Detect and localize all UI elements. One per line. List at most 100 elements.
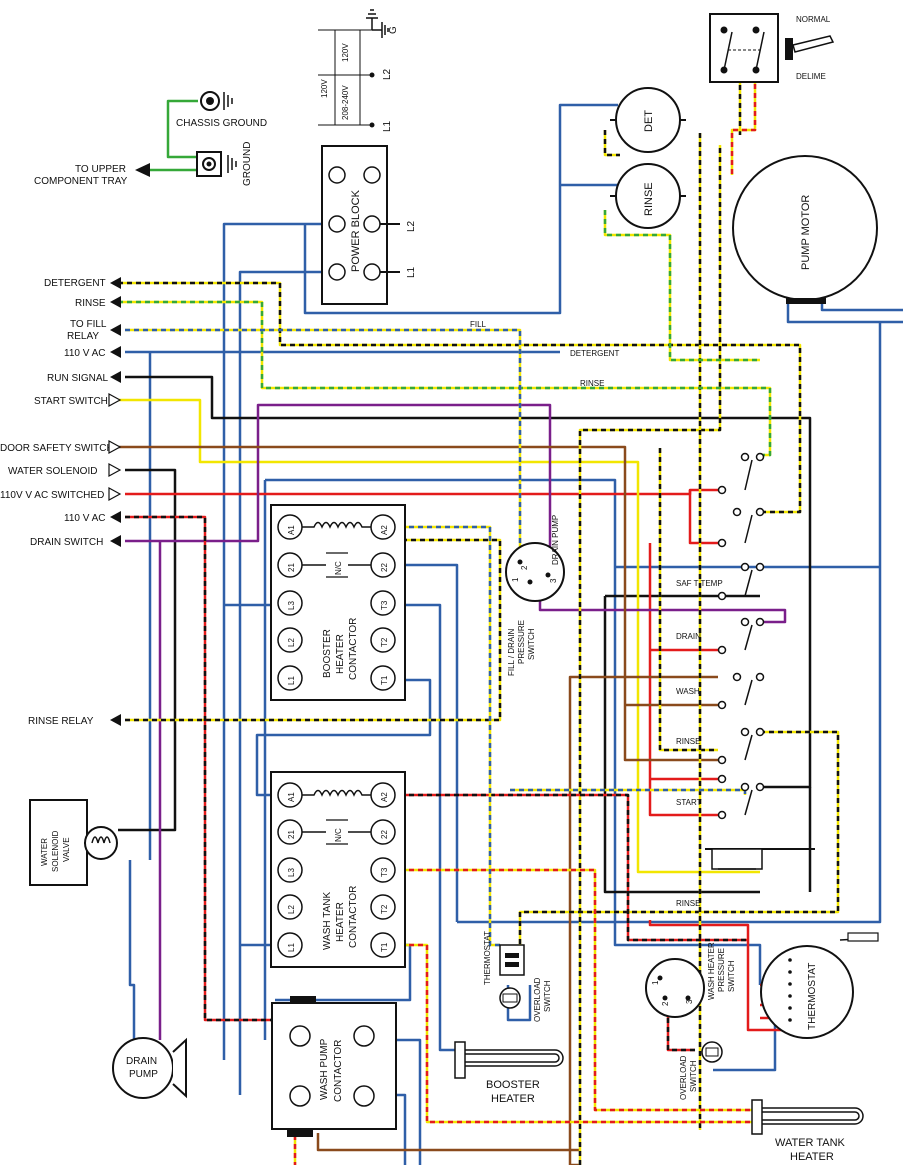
wash-21: 21 xyxy=(287,830,296,839)
det-motor: DET xyxy=(610,87,686,153)
switch-row xyxy=(717,562,765,601)
ps-label-1: FILL / DRAIN xyxy=(507,629,516,676)
wash-pump-contactor: WASH PUMP CONTACTOR xyxy=(271,996,397,1137)
booster-heater: BOOSTER HEATER xyxy=(454,1041,564,1105)
wash-l3: L3 xyxy=(287,868,296,877)
ps-drain-pump-label: DRAIN PUMP xyxy=(551,515,560,565)
coil-icon xyxy=(91,836,111,844)
pump-motor-label: PUMP MOTOR xyxy=(800,195,812,270)
whps-pin-1: 1 xyxy=(651,980,660,985)
rinse-motor-label: RINSE xyxy=(643,182,655,216)
tag-detergent: DETERGENT xyxy=(570,349,619,358)
booster-coil-icon xyxy=(302,521,371,529)
label-detergent: DETERGENT xyxy=(44,278,106,289)
wash-label-3: CONTACTOR xyxy=(348,886,359,948)
booster-t2: T2 xyxy=(380,637,389,647)
switch-row xyxy=(717,507,765,548)
drain-pump-label-2: PUMP xyxy=(129,1069,158,1080)
label-to-fill: TO FILL xyxy=(70,319,107,330)
tag-rinse-bottom: RINSE xyxy=(676,899,700,908)
l2-supply-label: L2 xyxy=(382,68,393,80)
label-start: START xyxy=(676,798,702,807)
whps-label-2: PRESSURE xyxy=(717,948,726,992)
switch-bank xyxy=(717,452,765,820)
whps-label-1: WASH HEATER xyxy=(707,942,716,1000)
booster-heater-label-1: BOOSTER xyxy=(486,1079,540,1091)
wires xyxy=(118,48,903,1165)
wash-left-terminals: A1 21 L3 L2 L1 xyxy=(277,782,303,958)
pb-l2-label: L2 xyxy=(406,220,417,232)
earth-ground-icon xyxy=(366,9,389,38)
ps-pin-3: 3 xyxy=(549,578,558,583)
overload-label-2: SWITCH xyxy=(543,980,552,1012)
wash-overload-switch: OVERLOAD SWITCH xyxy=(679,1041,723,1100)
to-upper-tray-line2: COMPONENT TRAY xyxy=(34,176,128,187)
start-pushbutton xyxy=(705,848,815,870)
wash-heater-pressure-switch: 1 2 3 WASH HEATER PRESSURE SWITCH xyxy=(645,942,736,1018)
label-110v-switched: 110V V AC SWITCHED xyxy=(0,490,104,501)
wsv-label-2: SOLENOID xyxy=(51,830,60,872)
wash-a2: A2 xyxy=(380,792,389,802)
ground-icon xyxy=(227,155,237,173)
booster-left-terminals: A1 21 L3 L2 L1 xyxy=(277,514,303,691)
wash-l1: L1 xyxy=(287,943,296,952)
wash-t2: T2 xyxy=(380,904,389,914)
wsv-label-1: WATER xyxy=(40,838,49,866)
booster-right-terminals: A2 22 T3 T2 T1 xyxy=(370,514,396,691)
ps-pin-2: 2 xyxy=(520,565,529,570)
wth-label-2: HEATER xyxy=(790,1151,834,1163)
v120-label: 120V xyxy=(341,43,350,62)
wpc-label-1: WASH PUMP xyxy=(319,1038,330,1100)
label-110vac-2: 110 V AC xyxy=(64,513,106,524)
ground-label: GROUND xyxy=(242,142,253,186)
tag-rinse: RINSE xyxy=(580,379,604,388)
tag-fill: FILL xyxy=(470,320,487,329)
wash-label-2: HEATER xyxy=(335,902,346,942)
chassis-ground-label: CHASSIS GROUND xyxy=(176,118,267,129)
booster-l1: L1 xyxy=(287,676,296,685)
label-rinse-sw: RINSE xyxy=(676,737,700,746)
ground-icon xyxy=(223,92,233,110)
supply-voltage-legend: 120V 120V 208-240V G L2 L1 xyxy=(318,9,399,132)
switch-row xyxy=(717,617,765,655)
to-upper-tray-line1: TO UPPER xyxy=(75,164,126,175)
label-drain: DRAIN xyxy=(676,632,701,641)
switch-row xyxy=(717,452,765,495)
booster-a2: A2 xyxy=(380,525,389,535)
label-saf-temp: SAF T TEMP xyxy=(676,579,723,588)
booster-heater-contactor: A1 21 L3 L2 L1 A2 22 T3 T2 T1 N/C BOOSTE… xyxy=(270,504,406,701)
chassis-ground-terminal: CHASSIS GROUND xyxy=(176,91,267,129)
ps-label-2: PRESSURE xyxy=(517,620,526,664)
booster-t1: T1 xyxy=(380,675,389,685)
label-water-solenoid: WATER SOLENOID xyxy=(8,466,97,477)
label-run-signal: RUN SIGNAL xyxy=(47,373,109,384)
label-110vac-1: 110 V AC xyxy=(64,348,106,359)
whps-label-3: SWITCH xyxy=(727,960,736,992)
wash-tank-heater-contactor: A1 21 L3 L2 L1 A2 22 T3 T2 T1 N/C WASH T… xyxy=(270,771,406,968)
power-block-label: POWER BLOCK xyxy=(350,189,362,272)
booster-l2: L2 xyxy=(287,638,296,647)
label-relay: RELAY xyxy=(67,331,99,342)
overload2-label-2: SWITCH xyxy=(689,1060,698,1092)
wash-nc-label: N/C xyxy=(334,828,343,842)
switch-row xyxy=(717,727,765,765)
v208-label: 208-240V xyxy=(341,85,350,120)
normal-delime-switch: NORMAL DELIME xyxy=(709,13,835,83)
booster-21: 21 xyxy=(287,563,296,572)
ps-pin-1: 1 xyxy=(511,577,520,582)
booster-label-3: CONTACTOR xyxy=(348,618,359,680)
thermostat2-label: THERMOSTAT xyxy=(807,963,818,1030)
det-label: DET xyxy=(643,110,655,132)
label-door-safety: DOOR SAFETY SWITCH xyxy=(0,443,114,454)
booster-a1: A1 xyxy=(287,525,296,535)
wth-label-1: WATER TANK xyxy=(775,1137,846,1149)
pb-l1-label: L1 xyxy=(406,266,417,278)
label-wash: WASH xyxy=(676,687,700,696)
water-tank-heater: WATER TANK HEATER xyxy=(751,1099,864,1163)
booster-22: 22 xyxy=(380,563,389,572)
switch-row xyxy=(717,672,765,710)
booster-heater-label-2: HEATER xyxy=(491,1093,535,1105)
wash-thermostat: THERMOSTAT xyxy=(760,932,879,1039)
wash-t3: T3 xyxy=(380,867,389,877)
